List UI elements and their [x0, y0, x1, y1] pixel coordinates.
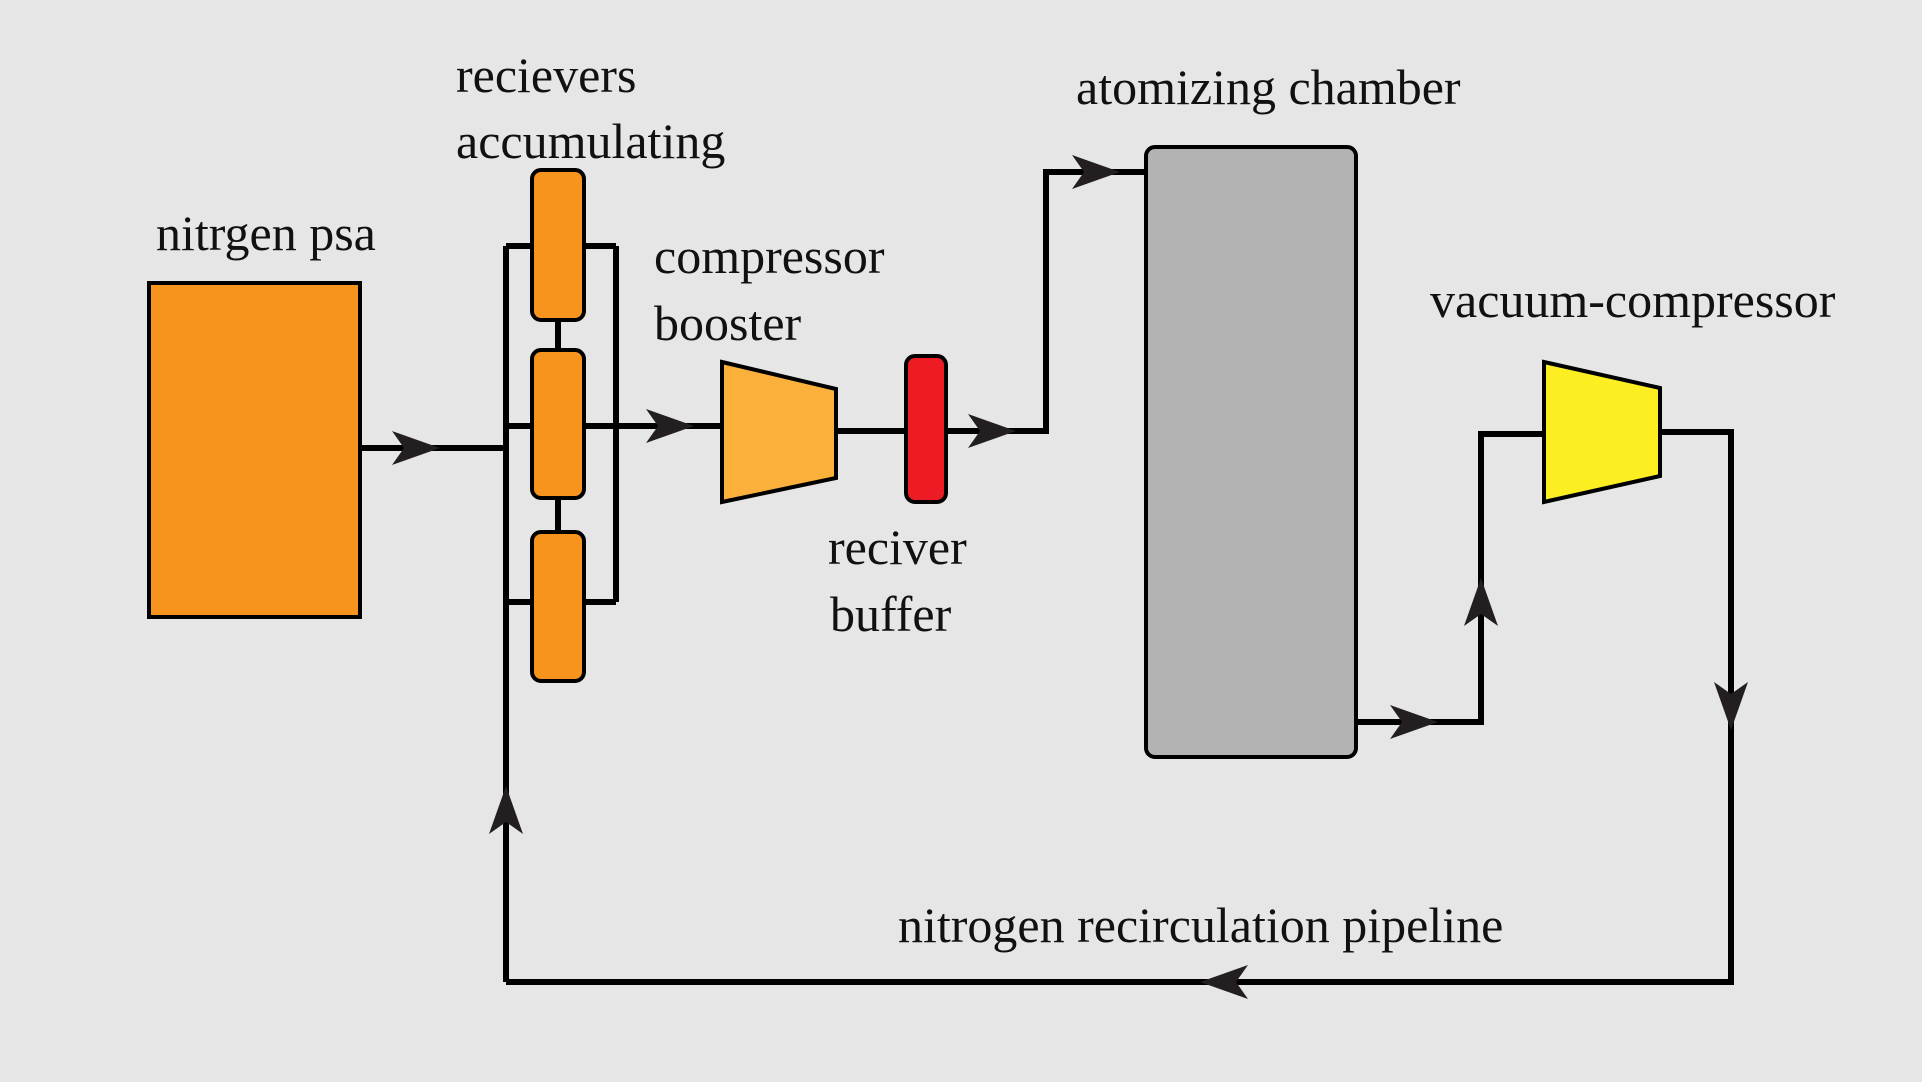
atomizing-chamber: [1144, 145, 1358, 759]
nitrogen-psa-unit: [147, 281, 362, 619]
receiver-tank-2: [530, 348, 586, 500]
arrow-up-return: [489, 786, 523, 834]
flow-arrows: [392, 155, 1748, 999]
buffer-receiver: [904, 354, 948, 504]
pipe-buffer-to-chamber: [946, 169, 1146, 434]
label-receivers-line1: recievers: [456, 47, 636, 103]
receiver-tank-3: [530, 530, 586, 683]
vacuum-compressor: [1542, 359, 1662, 505]
label-nitrogen-psa: nitrgen psa: [156, 205, 376, 261]
label-buffer-line2: buffer: [830, 586, 952, 642]
arrow-down-recirculation: [1714, 682, 1748, 730]
pipe-chamber-to-vacuum: [1356, 431, 1544, 725]
arrow-psa-outlet: [392, 431, 440, 465]
booster-compressor: [720, 359, 838, 505]
label-compressor-line2: booster: [654, 295, 802, 351]
arrow-chamber-outlet: [1390, 705, 1438, 739]
arrow-left-recirculation: [1200, 965, 1248, 999]
arrow-to-booster: [646, 409, 694, 443]
label-vacuum-compressor: vacuum-compressor: [1430, 272, 1836, 328]
label-compressor-line1: compressor: [654, 228, 885, 284]
receiver-tank-1: [530, 168, 586, 322]
label-recirculation-pipeline: nitrogen recirculation pipeline: [898, 897, 1503, 953]
label-atomizing-chamber: atomizing chamber: [1076, 59, 1461, 115]
arrow-buffer-outlet: [968, 414, 1016, 448]
label-buffer-line1: reciver: [828, 519, 967, 575]
label-receivers-line2: accumulating: [456, 113, 725, 169]
arrow-up-to-vacuum: [1464, 578, 1498, 626]
arrow-chamber-inlet: [1072, 155, 1120, 189]
